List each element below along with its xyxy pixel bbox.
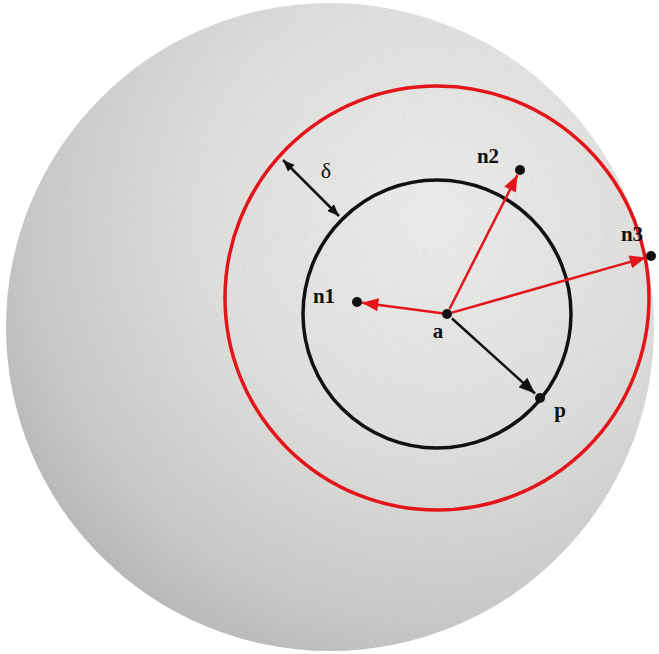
point-node: a: [442, 309, 452, 319]
vector-arrow: [450, 175, 518, 309]
point-dot: [442, 309, 452, 319]
point-dot: [646, 251, 656, 261]
point-dot-shape: [442, 309, 452, 319]
point-label: n3: [621, 223, 643, 246]
vector-arrow: [362, 303, 442, 314]
point-label: n2: [477, 145, 499, 168]
point-dot: [352, 297, 362, 307]
point-node: n3: [646, 251, 656, 261]
point-dot-shape: [646, 251, 656, 261]
outer-red-circle: [225, 86, 649, 510]
point-node: n2: [515, 165, 525, 175]
point-dot: [535, 393, 545, 403]
point-node: n1: [352, 297, 362, 307]
point-dot-shape: [515, 165, 525, 175]
vector-arrow: [452, 257, 646, 312]
point-label: a: [433, 320, 444, 343]
point-node: p: [535, 393, 545, 403]
gap-symbol: δ: [321, 159, 331, 183]
point-dot: [515, 165, 525, 175]
vector-arrow: [452, 319, 535, 394]
point-label: p: [554, 399, 566, 422]
point-dot-shape: [352, 297, 362, 307]
inner-black-circle: [303, 180, 571, 448]
point-label: n1: [313, 285, 335, 308]
point-dot-shape: [535, 393, 545, 403]
